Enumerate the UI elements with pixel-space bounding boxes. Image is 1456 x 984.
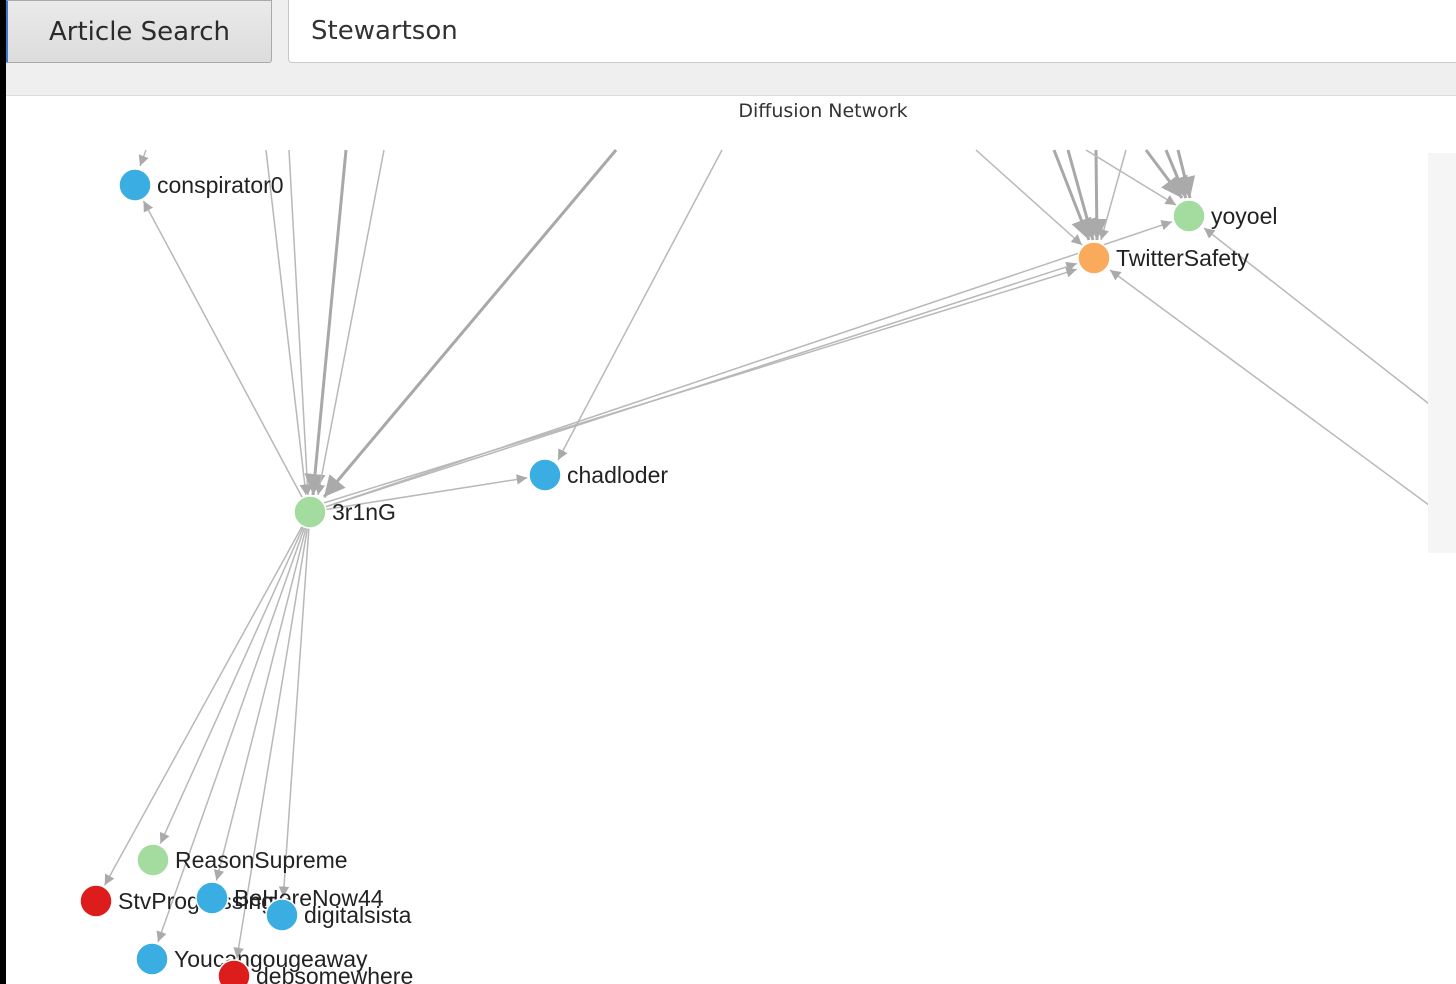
edge-3r1nG-debsomewhere <box>233 511 311 959</box>
offscreen-edge <box>1109 269 1456 526</box>
offscreen-edge <box>288 149 313 496</box>
side-panel-glyph <box>1442 350 1456 370</box>
node-circle[interactable] <box>118 168 152 202</box>
node-debsomewhere[interactable]: debsomewhere <box>217 959 413 984</box>
node-ReasonSupreme[interactable]: ReasonSupreme <box>136 843 348 877</box>
offscreen-edge <box>557 149 723 461</box>
node-TwitterSafety[interactable]: TwitterSafety <box>1077 241 1249 275</box>
edge-3r1nG-ReasonSupreme <box>159 511 311 844</box>
node-circle[interactable] <box>1172 199 1206 233</box>
node-label: chadloder <box>567 462 668 488</box>
edges-layer <box>104 149 1456 959</box>
node-label: BeHereNow44 <box>234 885 384 911</box>
node-chadloder[interactable]: chadloder <box>528 458 668 492</box>
search-toolbar: Article Search <box>6 0 1456 96</box>
offscreen-edge <box>138 149 149 167</box>
offscreen-edge <box>1174 149 1196 199</box>
node-label: Youcangougeaway <box>174 946 368 972</box>
node-label: 3r1nG <box>332 499 396 525</box>
node-label: digitalsista <box>304 902 412 928</box>
node-circle[interactable] <box>136 843 170 877</box>
article-search-button[interactable]: Article Search <box>6 0 272 63</box>
edge-3r1nG-conspirator0 <box>142 200 311 513</box>
node-circle[interactable] <box>195 881 229 915</box>
edge-3r1nG-StvProgressing <box>104 511 311 886</box>
offscreen-edge <box>322 149 618 498</box>
offscreen-edge <box>314 149 385 496</box>
node-circle[interactable] <box>293 495 327 529</box>
offscreen-edge <box>1085 149 1177 206</box>
node-circle[interactable] <box>217 959 251 984</box>
node-circle[interactable] <box>265 898 299 932</box>
node-label: yoyoel <box>1211 203 1277 229</box>
chart-title: Diffusion Network <box>738 100 908 122</box>
node-circle[interactable] <box>528 458 562 492</box>
node-BeHereNow44[interactable]: BeHereNow44 <box>195 881 384 915</box>
node-label: ReasonSupreme <box>175 847 348 873</box>
offscreen-edge <box>265 149 311 496</box>
node-digitalsista[interactable]: digitalsista <box>265 898 412 932</box>
edge-3r1nG-chadloder <box>309 474 528 513</box>
edge-3r1nG-yoyoel <box>309 220 1173 513</box>
node-circle[interactable] <box>135 942 169 976</box>
app-window: Article Search Diffusion Network conspir… <box>6 0 1456 984</box>
side-panel <box>1428 153 1456 553</box>
node-Youcangougeaway[interactable]: Youcangougeaway <box>135 942 368 976</box>
offscreen-edge <box>975 149 1083 246</box>
edge-3r1nG-TwitterSafety-2 <box>313 267 1078 507</box>
node-yoyoel[interactable]: yoyoel <box>1172 199 1277 233</box>
node-circle[interactable] <box>1077 241 1111 275</box>
node-label: conspirator0 <box>157 172 284 198</box>
edge-3r1nG-BeHereNow44 <box>213 511 311 881</box>
node-conspirator0[interactable]: conspirator0 <box>118 168 284 202</box>
node-3r1nG[interactable]: 3r1nG <box>293 495 396 529</box>
edge-3r1nG-digitalsista <box>278 511 311 898</box>
search-input[interactable] <box>288 0 1456 63</box>
offscreen-edge <box>1203 227 1456 426</box>
offscreen-edge <box>1098 149 1127 241</box>
offscreen-edge <box>1086 149 1108 241</box>
node-circle[interactable] <box>79 884 113 918</box>
node-label: TwitterSafety <box>1116 245 1249 271</box>
node-label: debsomewhere <box>256 963 413 984</box>
offscreen-edge <box>304 149 348 496</box>
edge-3r1nG-Youcangougeaway <box>156 511 311 943</box>
